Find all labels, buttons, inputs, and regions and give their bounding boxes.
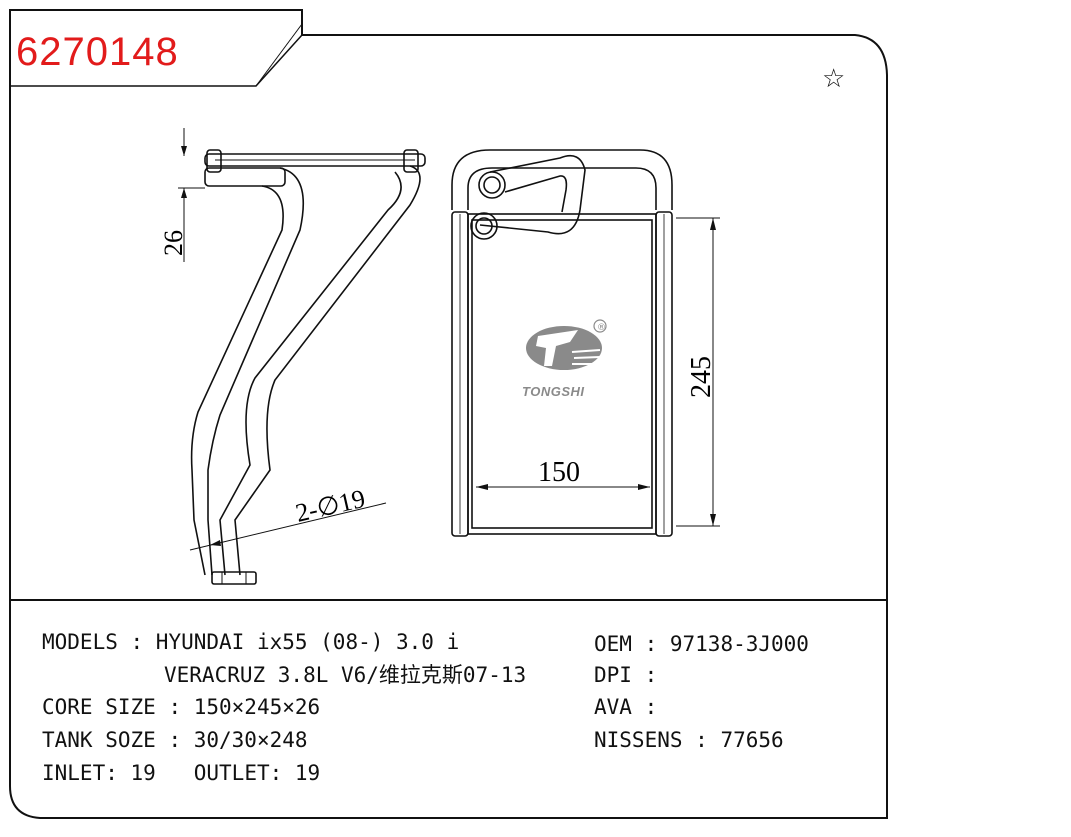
- core-size-value: 150×245×26: [193, 695, 321, 719]
- top-pipe: [204, 153, 426, 167]
- dpi-label: DPI: [594, 663, 632, 687]
- ava-row: AVA :: [594, 695, 670, 719]
- registered-mark: ®: [597, 323, 606, 333]
- side-view-drawing: [178, 128, 426, 585]
- nissens-label: NISSENS: [594, 728, 683, 752]
- depth-dimension-label: 26: [159, 230, 188, 256]
- models-row: MODELS : HYUNDAI ix55 (08-) 3.0 i: [42, 630, 460, 654]
- core: [467, 213, 657, 535]
- inlet-outlet-row: INLET: 19 OUTLET: 19: [42, 761, 321, 785]
- tank-size-value: 30/30×248: [193, 728, 308, 752]
- ava-label: AVA: [594, 695, 632, 719]
- nissens-row: NISSENS : 77656: [594, 728, 784, 752]
- outlet-value: 19: [294, 761, 321, 785]
- nissens-value: 77656: [720, 728, 784, 752]
- tank-size-label: TANK SOZE: [42, 728, 156, 752]
- oem-value: 97138-3J000: [669, 632, 809, 656]
- width-dimension-label: 150: [538, 457, 580, 488]
- outlet-label: OUTLET: [193, 761, 270, 785]
- part-number: 6270148: [16, 30, 179, 74]
- core-size-row: CORE SIZE : 150×245×26: [42, 695, 321, 719]
- models-label: MODELS: [42, 630, 118, 654]
- star-outline-icon[interactable]: ☆: [822, 64, 846, 94]
- models-line2: VERACRUZ 3.8L V6/维拉克斯07-13: [164, 663, 527, 687]
- tank-size-row: TANK SOZE : 30/30×248: [42, 728, 308, 752]
- oem-label: OEM: [594, 632, 632, 656]
- dpi-row: DPI :: [594, 663, 670, 687]
- core-size-label: CORE SIZE: [42, 695, 156, 719]
- tongshi-logo: ® TONGSHI: [522, 319, 607, 399]
- oem-row: OEM : 97138-3J000: [594, 632, 809, 656]
- front-view-drawing: [451, 149, 720, 537]
- pipe-diameter-label: 2-∅19: [293, 484, 368, 528]
- inlet-value: 19: [130, 761, 156, 785]
- models-line1: HYUNDAI ix55 (08-) 3.0 i: [155, 630, 460, 654]
- height-dimension-label: 245: [686, 356, 717, 398]
- inlet-label: INLET: [42, 761, 106, 785]
- logo-text: TONGSHI: [522, 384, 585, 399]
